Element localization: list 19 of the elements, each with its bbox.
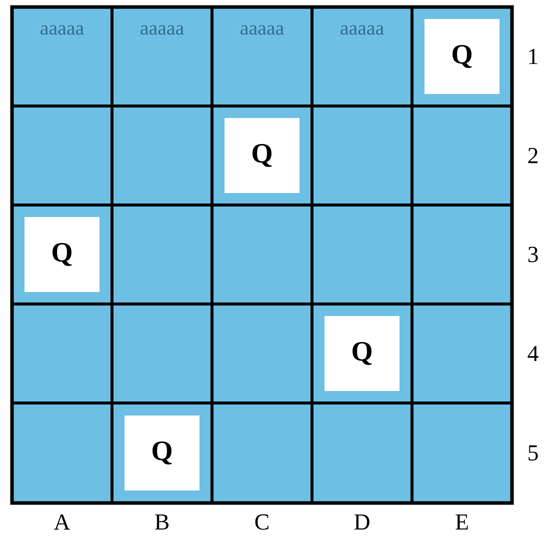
row-number: 2 <box>528 148 538 164</box>
column-letter: A <box>54 514 70 530</box>
row-number: 4 <box>528 346 538 362</box>
row-number: 3 <box>528 246 538 262</box>
queen-tile: Q <box>124 416 200 490</box>
queen-tile: Q <box>224 118 300 193</box>
queen-tile: Q <box>424 19 500 94</box>
placeholder-text: aaaaa <box>140 25 184 35</box>
queen-tile: Q <box>24 217 100 292</box>
placeholder-text: aaaaa <box>240 25 284 35</box>
column-letter: E <box>456 514 468 530</box>
queen-tile: Q <box>324 316 400 391</box>
placeholder-text: aaaaa <box>40 25 84 35</box>
column-letter: C <box>255 514 268 530</box>
column-letter: D <box>354 514 370 530</box>
row-number: 1 <box>529 48 538 64</box>
column-letter: B <box>155 514 169 530</box>
placeholder-text: aaaaa <box>340 25 384 35</box>
row-number: 5 <box>528 445 538 461</box>
